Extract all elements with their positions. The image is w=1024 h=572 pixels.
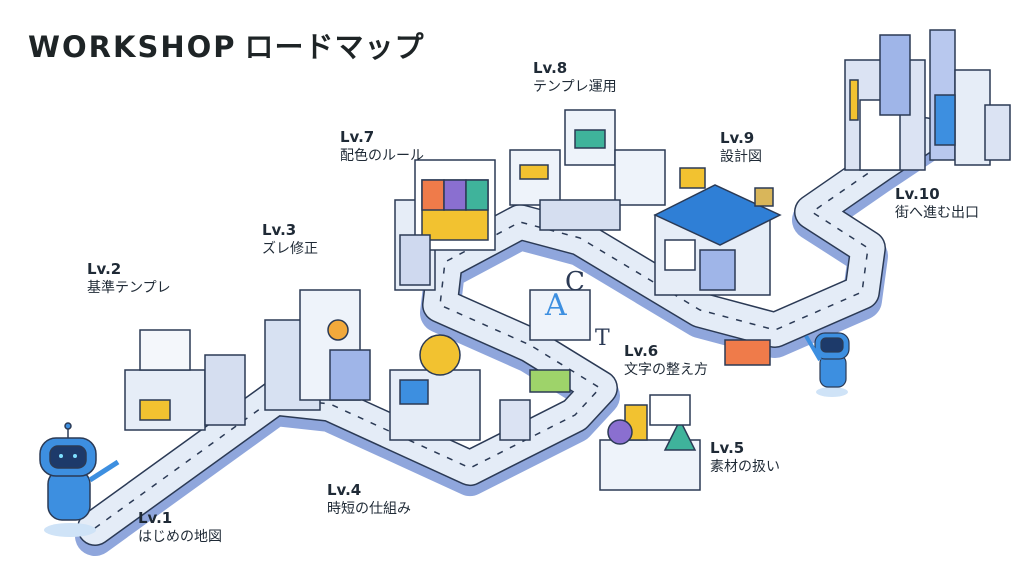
svg-text:T: T bbox=[595, 326, 610, 351]
buildings: AC T bbox=[124, 29, 1011, 491]
robot-goal bbox=[804, 332, 850, 397]
building-lv2 bbox=[124, 329, 246, 431]
city-exit bbox=[844, 29, 1011, 171]
building-lv4 bbox=[389, 334, 531, 441]
robot-start bbox=[39, 422, 120, 537]
building-lv5 bbox=[599, 394, 701, 491]
title-sub: ロードマップ bbox=[244, 30, 425, 64]
building-lv8 bbox=[509, 109, 666, 231]
building-lv7 bbox=[394, 159, 496, 291]
building-lv6: AC T bbox=[529, 267, 610, 393]
svg-text:C: C bbox=[565, 267, 585, 297]
building-lv3 bbox=[264, 289, 371, 411]
building-lv9 bbox=[653, 167, 782, 366]
svg-text:A: A bbox=[544, 288, 567, 323]
title-main: WORKSHOP bbox=[28, 30, 237, 64]
